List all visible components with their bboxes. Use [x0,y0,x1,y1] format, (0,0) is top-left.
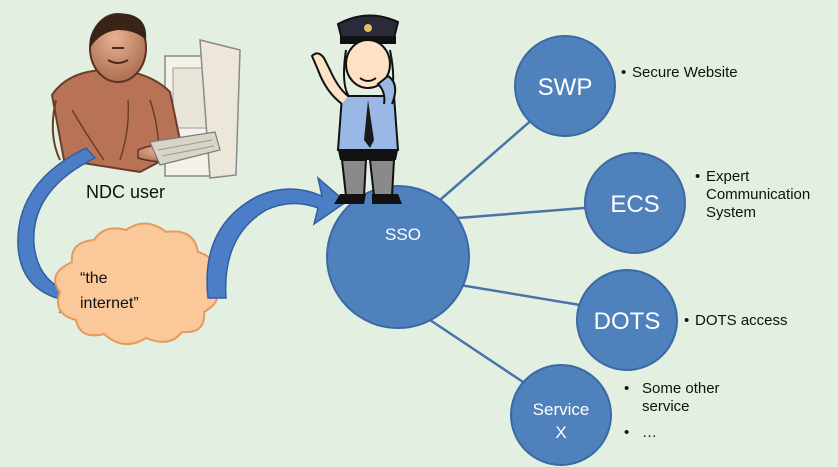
service-circle-swp[interactable] [514,35,616,137]
service-label-swp: SWP [538,74,593,101]
person-at-computer-icon [50,13,241,179]
cloud-icon [54,222,219,345]
curved-arrow-icon-cloud-to-sso [206,175,348,299]
service-circle-dots[interactable] [576,269,678,371]
service-label-servicex-line1: Service [533,400,590,419]
service-desc-ecs-bullet: Expert Communication System [695,168,831,222]
internet-label-line1: “the [80,270,108,287]
service-desc-dots-bullet: DOTS access [684,312,834,330]
service-desc-swp-bullet: Secure Website [621,64,781,82]
internet-label-line2: internet” [80,295,139,312]
service-desc-ecs: Expert Communication System [695,168,831,222]
service-circle-servicex[interactable] [510,364,612,466]
service-label-servicex-line2: X [555,423,566,442]
service-desc-servicex-bullet-2: … [624,424,754,442]
service-circle-ecs[interactable] [584,152,686,254]
sso-circle[interactable] [326,185,470,329]
user-label: NDC user [86,182,165,202]
service-desc-swp: Secure Website [621,64,781,82]
service-desc-servicex-bullet-1: Some other service [624,380,754,416]
service-label-ecs: ECS [610,191,659,218]
service-desc-servicex: Some other service … [624,380,754,442]
service-label-dots: DOTS [594,308,661,335]
police-officer-icon [310,14,402,204]
sso-label: SSO [385,225,421,244]
service-desc-dots: DOTS access [684,312,834,330]
